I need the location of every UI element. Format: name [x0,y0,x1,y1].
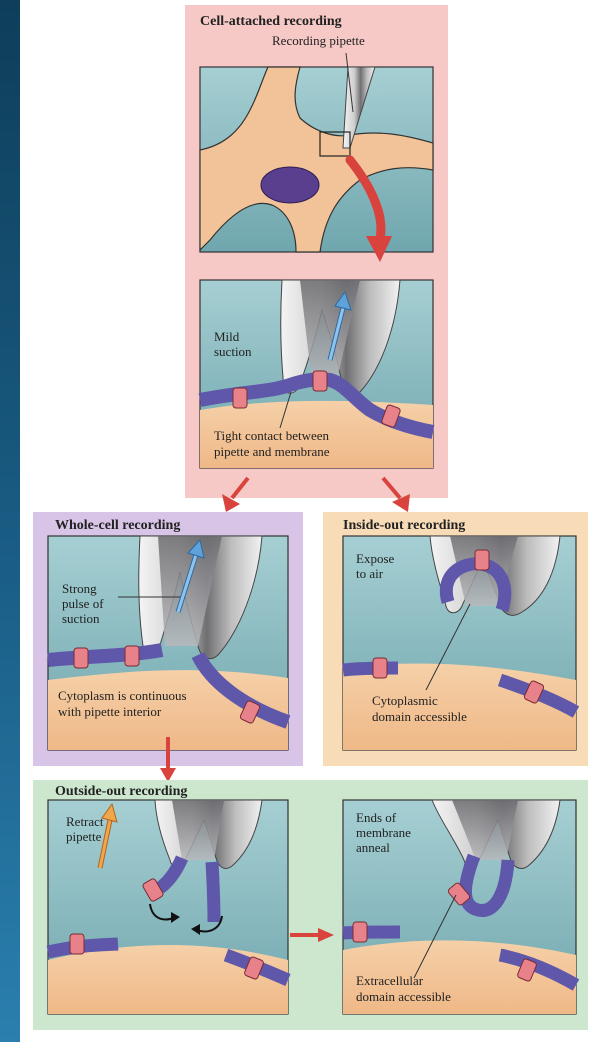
strong-pulse-line3: suction [62,611,100,626]
extracellular-line1: Extracellular [356,973,424,988]
retract-line1: Retract [66,814,104,829]
strong-pulse-line1: Strong [62,581,97,596]
cell-attached-panel: Cell-attached recording Recording pipett… [185,5,448,498]
cytoplasm-line2: with pipette interior [58,704,162,719]
ion-channel [353,922,367,942]
tight-contact-line2: pipette and membrane [214,444,330,459]
membrane-cell-left-2 [343,932,400,933]
ends-line1: Ends of [356,810,397,825]
cell-attached-title: Cell-attached recording [200,14,342,29]
recording-pipette-label: Recording pipette [272,33,365,48]
ends-line2: membrane [356,825,411,840]
expose-line2: to air [356,566,384,581]
expose-line1: Expose [356,551,395,566]
inside-out-title: Inside-out recording [343,518,465,533]
ends-line3: anneal [356,840,390,855]
whole-cell-title: Whole-cell recording [55,518,180,533]
cytoplasm-line1: Cytoplasm is continuous [58,688,187,703]
mild-suction-line1: Mild [214,329,240,344]
cell-overview-illustration [200,53,433,262]
retract-line2: pipette [66,829,102,844]
cytoplasmic-line1: Cytoplasmic [372,693,438,708]
ion-channel [475,550,489,570]
ion-channel [74,648,88,668]
membrane-inside-out-cell-left [343,668,398,670]
tight-contact-line1: Tight contact between [214,428,330,443]
outside-out-title: Outside-out recording [55,784,187,799]
mild-suction-line2: suction [214,344,252,359]
nucleus [261,167,319,203]
extracellular-line2: domain accessible [356,989,451,1004]
membrane-patch-right-end [212,862,214,922]
ion-channel [70,934,84,954]
ion-channel [125,646,139,666]
ion-channel [373,658,387,678]
cytoplasmic-line2: domain accessible [372,709,467,724]
strong-pulse-line2: pulse of [62,596,104,611]
